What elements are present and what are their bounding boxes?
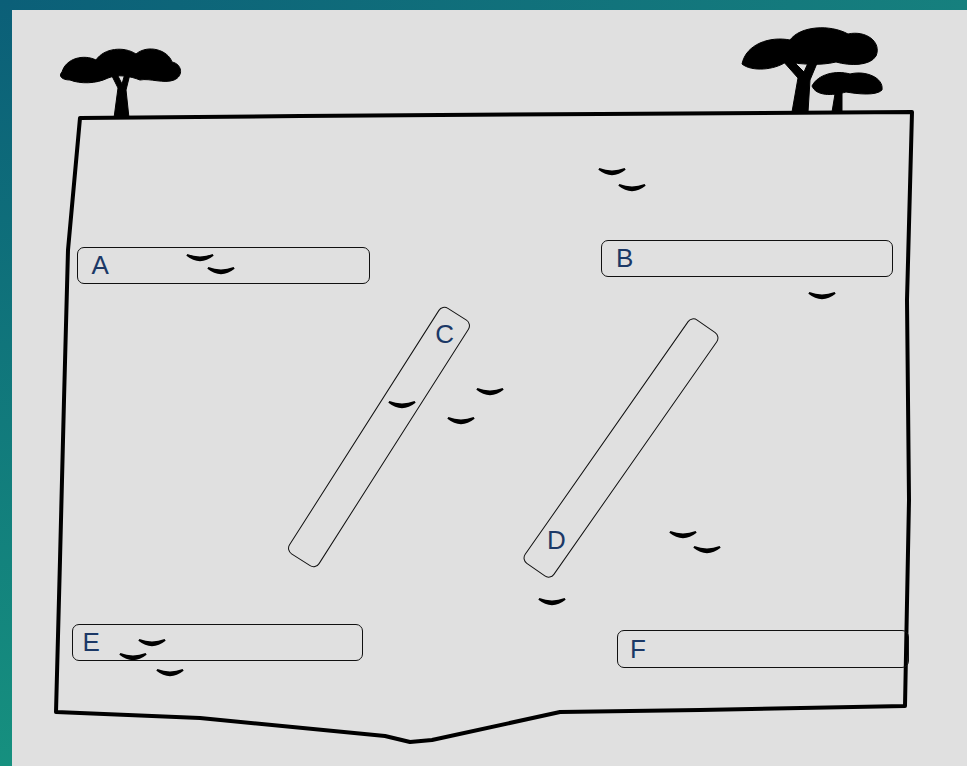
box-letter: C (435, 321, 454, 347)
label-box: F (617, 630, 909, 668)
slide-border (0, 0, 12, 766)
box-letter: B (616, 245, 633, 271)
box-letter: A (92, 252, 109, 278)
fossil-mark (670, 532, 696, 537)
fossil-mark (208, 268, 234, 273)
fossil-mark (619, 185, 645, 190)
label-box: C (285, 304, 472, 570)
fossil-mark (120, 654, 146, 659)
background (12, 10, 967, 766)
label-box: A (77, 247, 370, 284)
slide-border (0, 0, 967, 10)
fossil-mark (389, 402, 415, 407)
fossil-mark (694, 547, 720, 552)
fossil-mark (599, 169, 625, 174)
fossil-mark (187, 255, 213, 260)
fossil-mark (477, 389, 503, 394)
rock-outline (56, 112, 912, 742)
fossil-mark (539, 599, 565, 604)
box-letter: F (630, 636, 646, 662)
label-box: E (72, 624, 363, 661)
tree-right (742, 28, 882, 112)
fossil-mark (139, 640, 165, 645)
fossil-marks (120, 169, 835, 675)
box-letter: E (83, 629, 100, 655)
label-box: D (521, 316, 721, 581)
fossil-mark (809, 293, 835, 298)
fossil-mark (448, 418, 474, 423)
box-letter: D (547, 527, 566, 553)
fossil-mark (157, 670, 183, 675)
label-box: B (601, 240, 893, 277)
tree-left (60, 49, 180, 118)
